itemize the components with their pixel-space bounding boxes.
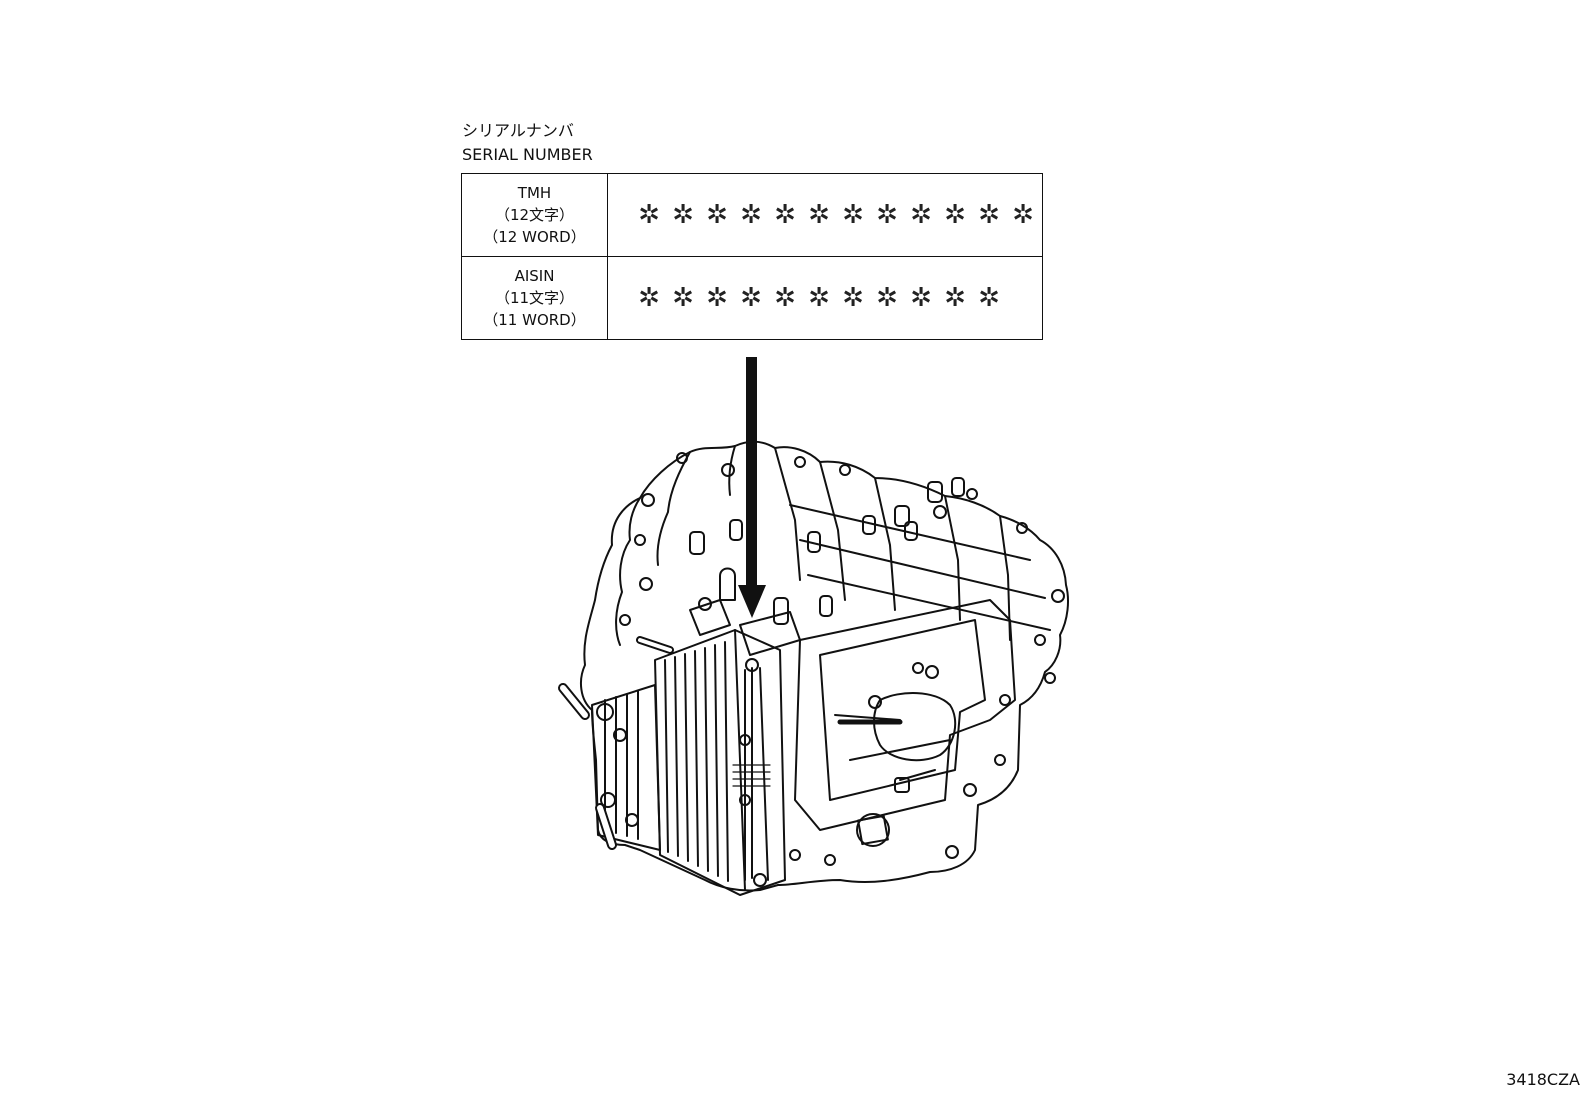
serial-placeholder-char: ✲ [944,200,966,230]
serial-placeholder-char: ✲ [740,200,762,230]
serial-placeholder-char: ✲ [638,283,660,313]
serial-placeholder-cell: ✲ ✲ ✲ ✲ ✲ ✲ ✲ ✲ ✲ ✲ ✲ [607,256,1043,340]
char-count-en: （12 WORD） [483,228,586,246]
maker-name: TMH [517,184,552,202]
case-rib [774,447,801,581]
figure-reference-code: 3418CZA [1506,1070,1580,1089]
serial-placeholder-char: ✲ [740,283,762,313]
serial-number-caption-en: SERIAL NUMBER [462,145,593,164]
top-fittings [636,567,801,656]
maker-cell: AISIN （11文字） （11 WORD） [461,256,608,340]
serial-number-table: TMH （12文字） （12 WORD） ✲ ✲ ✲ ✲ ✲ ✲ ✲ ✲ ✲ ✲ ✲ ✲ AISIN … [461,173,1043,340]
serial-placeholder-char: ✲ [638,200,660,230]
pointer-arrow [738,357,766,618]
valve-body-cover [794,599,1016,831]
serial-placeholder-char: ✲ [706,283,728,313]
serial-placeholder-char: ✲ [672,200,694,230]
serial-placeholder-char: ✲ [876,200,898,230]
oil-cooler [558,683,661,851]
housing-outline [579,440,1069,892]
serial-placeholder-char: ✲ [842,200,864,230]
maker-cell: TMH （12文字） （12 WORD） [461,173,608,257]
serial-placeholder-char: ✲ [910,283,932,313]
serial-placeholder-char: ✲ [1012,200,1034,230]
serial-placeholder-char: ✲ [910,200,932,230]
serial-placeholder-char: ✲ [944,283,966,313]
char-count-jp: （12文字） [494,206,575,224]
serial-placeholder-char: ✲ [672,283,694,313]
serial-placeholder-char: ✲ [774,283,796,313]
top-studs [689,477,978,625]
char-count-en: （11 WORD） [483,311,586,329]
serial-placeholder-char: ✲ [876,283,898,313]
serial-placeholder-char: ✲ [808,200,830,230]
serial-placeholder-char: ✲ [706,200,728,230]
housing-bolts [794,456,1065,766]
char-count-jp: （11文字） [494,289,575,307]
bell-housing-flange [615,497,641,646]
maker-name: AISIN [514,267,555,285]
serial-placeholder-char: ✲ [808,283,830,313]
finned-side-cover [654,629,786,896]
serial-row-aisin: AISIN （11文字） （11 WORD） ✲ ✲ ✲ ✲ ✲ ✲ ✲ ✲ ✲ ✲ ✲ [461,256,1043,340]
serial-placeholder-char: ✲ [774,200,796,230]
serial-placeholder-char: ✲ [842,283,864,313]
serial-placeholder-char: ✲ [978,283,1000,313]
serial-placeholder-char: ✲ [978,200,1000,230]
serial-number-caption-jp: シリアルナンバ [462,121,574,140]
